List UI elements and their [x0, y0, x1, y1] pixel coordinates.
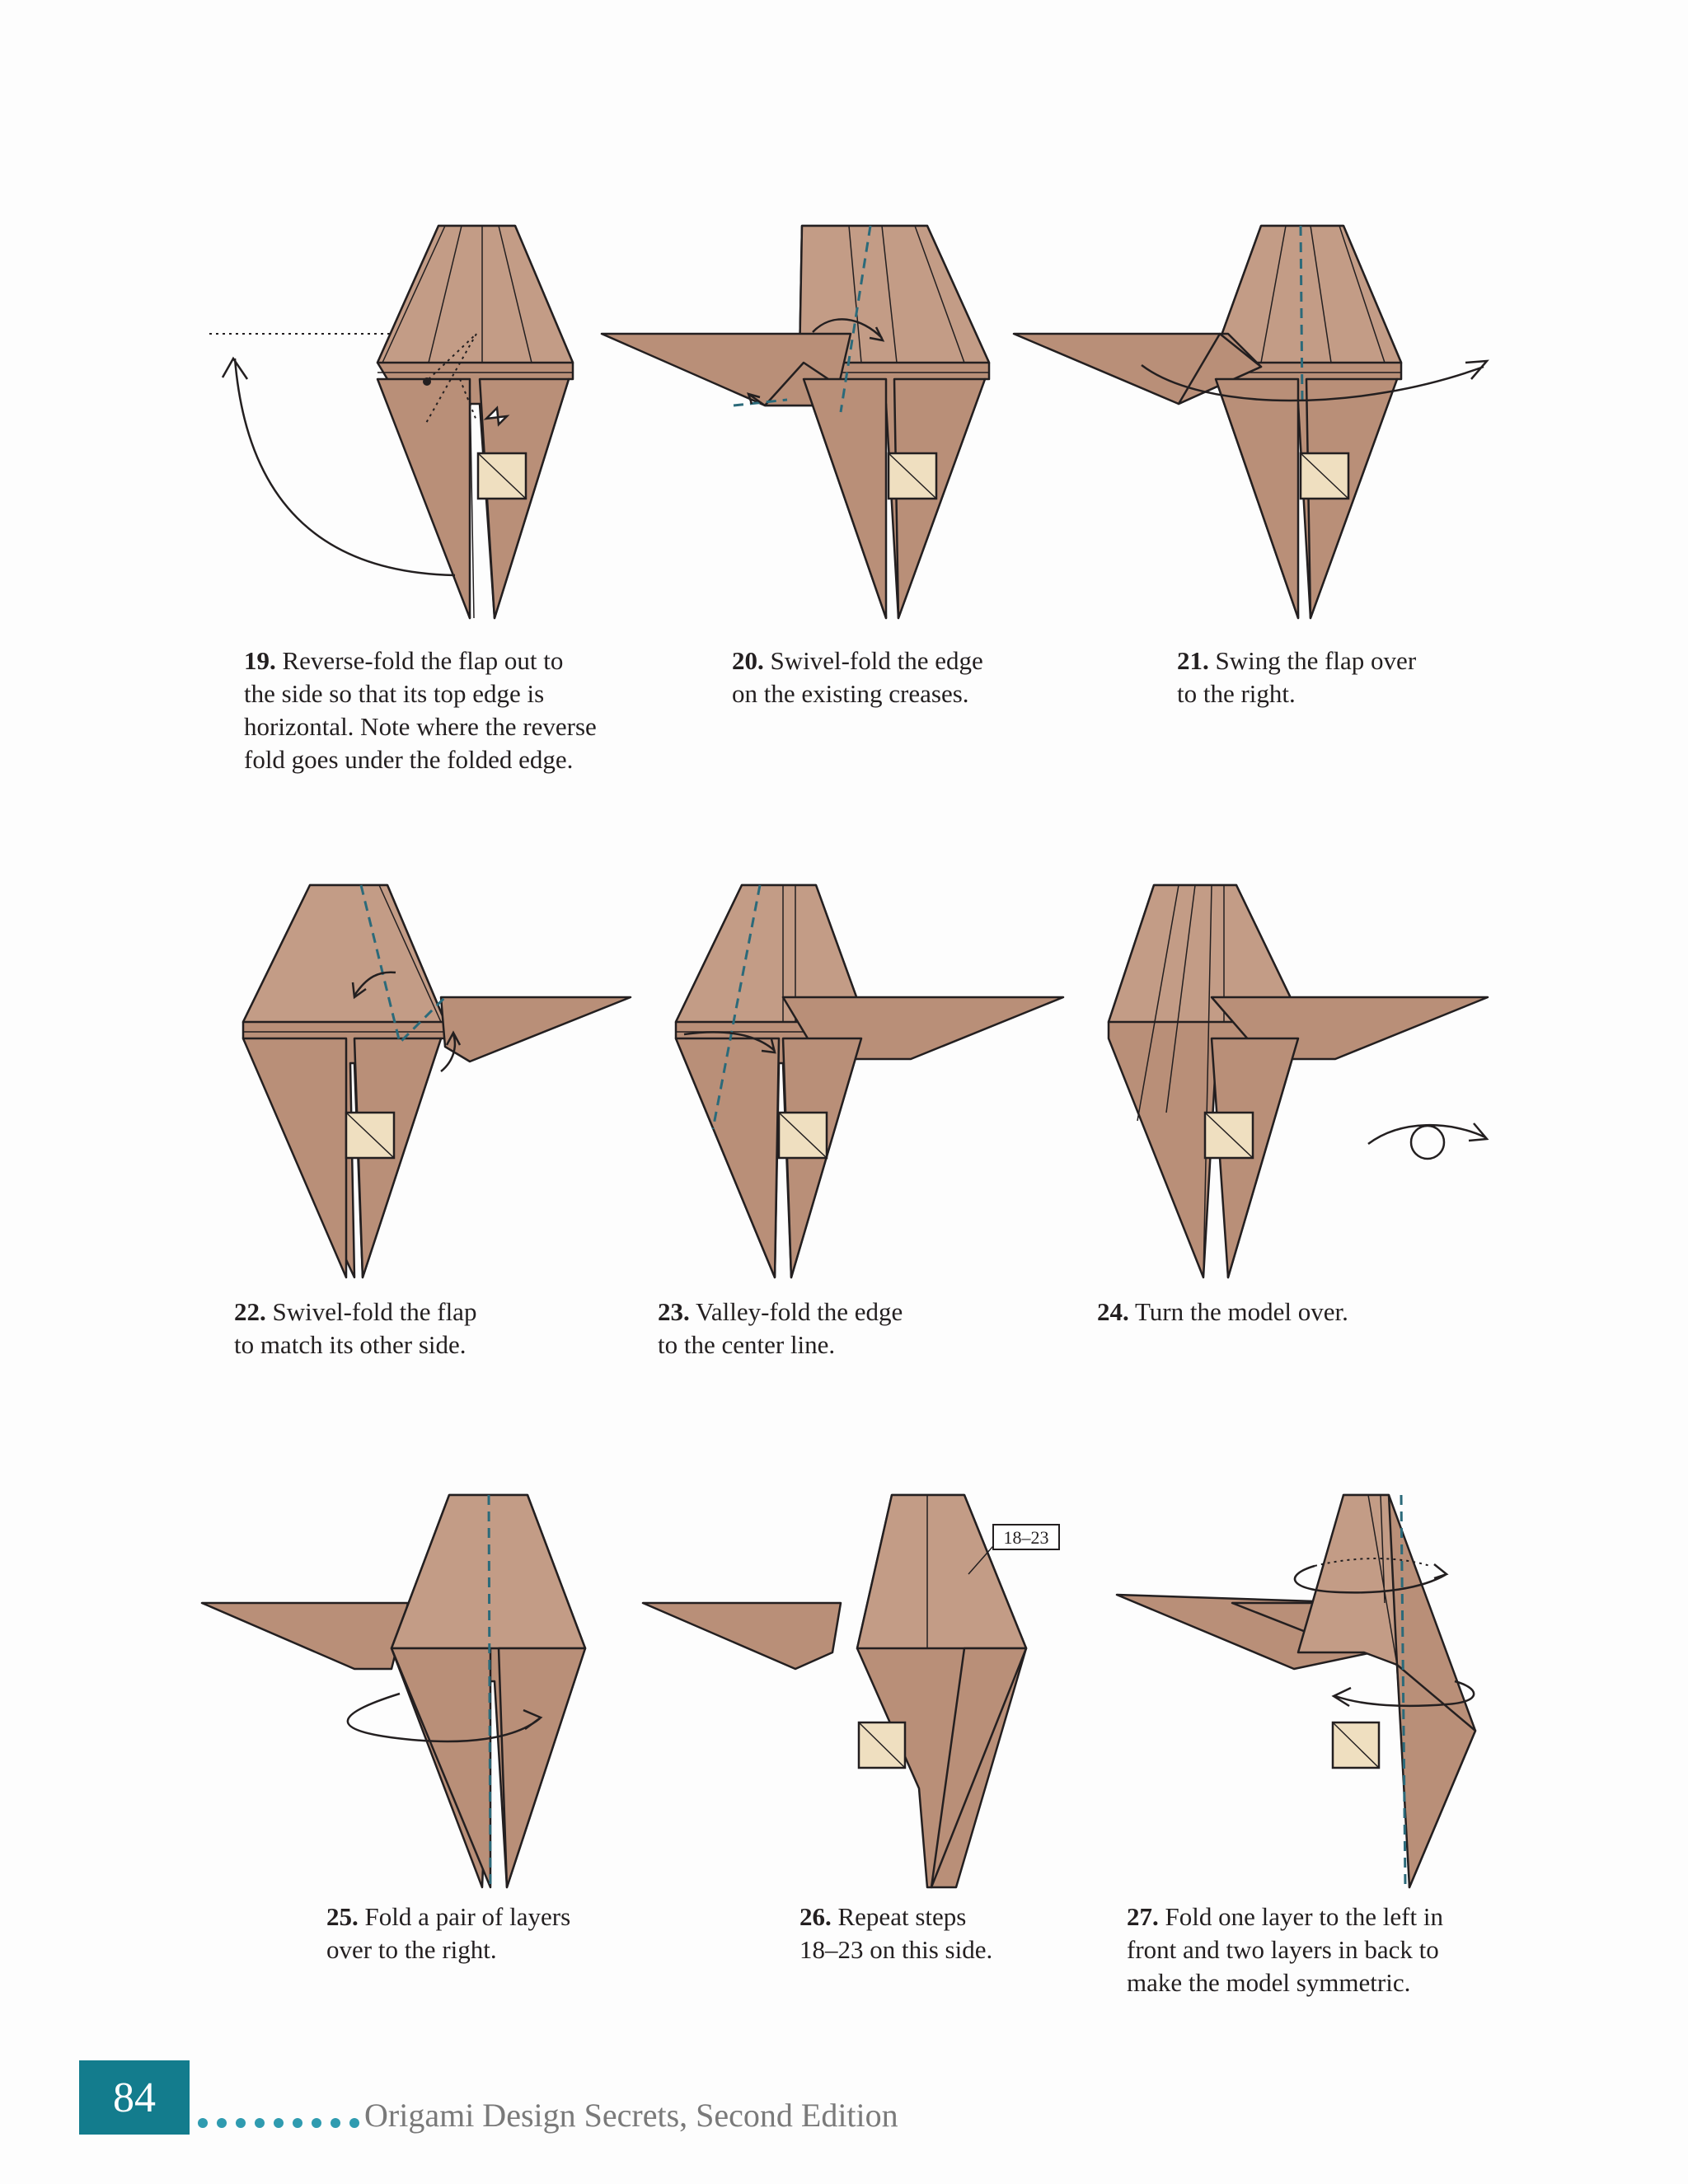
step-number: 25.: [326, 1902, 359, 1931]
step-26-caption: 26. Repeat steps 18–23 on this side.: [799, 1900, 1129, 1966]
step-26-reference-label: 18–23: [1004, 1527, 1049, 1548]
step-22-diagram: [231, 874, 643, 1286]
step-number: 27.: [1127, 1902, 1159, 1931]
step-instruction: Reverse-fold the flap out to the side so…: [244, 646, 597, 774]
step-instruction: Swing the flap over to the right.: [1177, 646, 1417, 708]
step-number: 24.: [1097, 1297, 1129, 1326]
step-24-caption: 24. Turn the model over.: [1097, 1296, 1427, 1329]
step-22-caption: 22. Swivel-fold the flap to match its ot…: [234, 1296, 564, 1361]
step-number: 23.: [658, 1297, 690, 1326]
step-25-diagram: [200, 1483, 614, 1896]
step-21-diagram: [1012, 214, 1508, 626]
step-instruction: Turn the model over.: [1134, 1297, 1348, 1326]
step-instruction: Swivel-fold the edge on the existing cre…: [732, 646, 983, 708]
step-23-caption: 23. Valley-fold the edge to the center l…: [658, 1296, 987, 1361]
step-24-diagram: [1104, 874, 1533, 1286]
step-19-diagram: [198, 214, 593, 626]
step-instruction: Fold a pair of layers over to the right.: [326, 1902, 571, 1964]
step-21-caption: 21. Swing the flap over to the right.: [1177, 644, 1507, 710]
step-27-diagram: [1115, 1483, 1529, 1896]
step-26-diagram: 18–23: [641, 1483, 1071, 1896]
step-25-caption: 25. Fold a pair of layers over to the ri…: [326, 1900, 656, 1966]
step-number: 22.: [234, 1297, 266, 1326]
step-23-diagram: [659, 874, 1088, 1286]
step-19-caption: 19. Reverse-fold the flap out to the sid…: [244, 644, 656, 776]
footer-dot-leader: [198, 2118, 359, 2128]
page-number: 84: [79, 2060, 190, 2135]
step-20-caption: 20. Swivel-fold the edge on the existing…: [732, 644, 1062, 710]
step-20-diagram: [600, 214, 997, 626]
step-number: 21.: [1177, 646, 1209, 675]
step-instruction: Repeat steps 18–23 on this side.: [799, 1902, 993, 1964]
step-instruction: Fold one layer to the left in front and …: [1127, 1902, 1443, 1997]
step-27-caption: 27. Fold one layer to the left in front …: [1127, 1900, 1539, 1999]
step-number: 20.: [732, 646, 764, 675]
step-number: 26.: [799, 1902, 832, 1931]
step-number: 19.: [244, 646, 276, 675]
step-instruction: Swivel-fold the flap to match its other …: [234, 1297, 477, 1359]
step-instruction: Valley-fold the edge to the center line.: [658, 1297, 903, 1359]
book-title: Origami Design Secrets, Second Edition: [364, 2097, 898, 2134]
